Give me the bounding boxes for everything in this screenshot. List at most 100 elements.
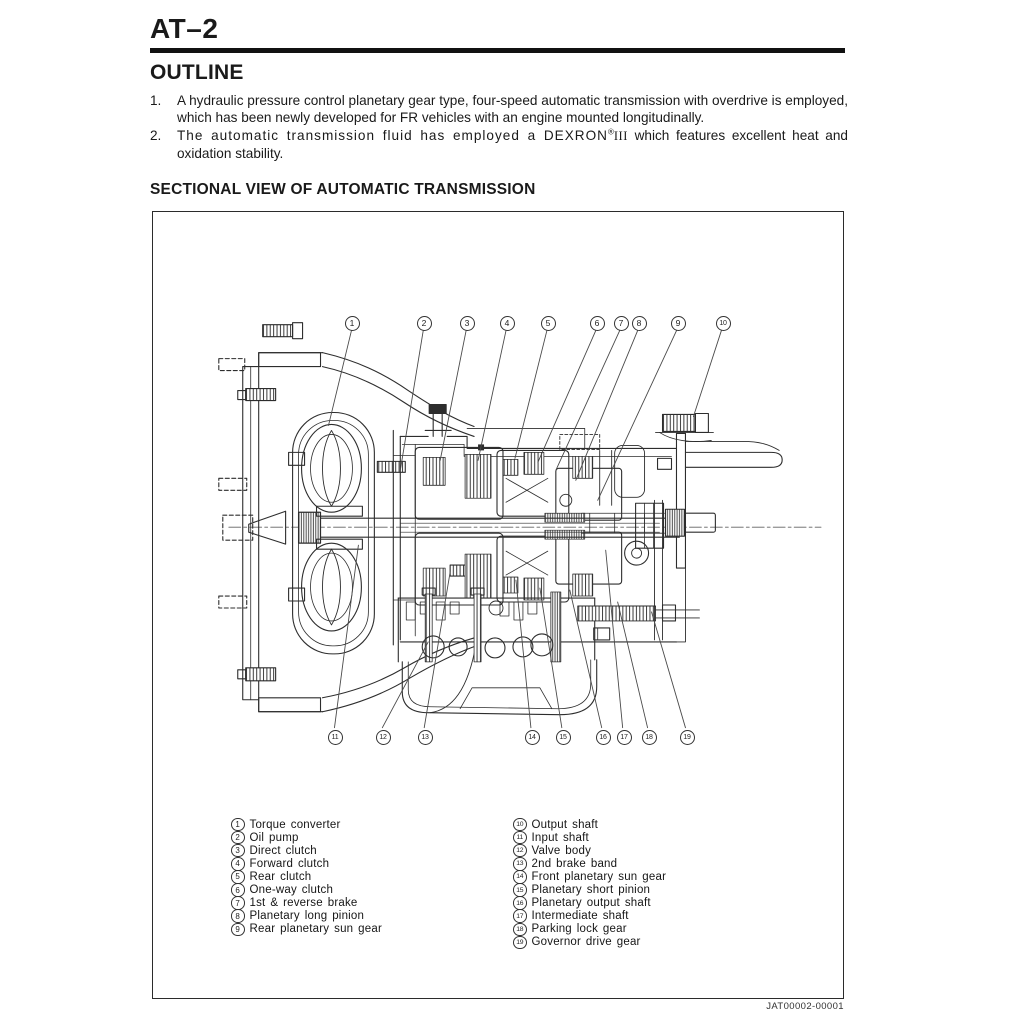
torque-converter: [288, 411, 477, 655]
legend-number-circle: 11: [513, 830, 527, 845]
item-number: 2.: [150, 127, 162, 143]
callout-14: 14: [524, 729, 540, 745]
item-number: 1.: [150, 93, 162, 108]
legend-label: Input shaft: [531, 831, 589, 844]
legend-label: 1st & reverse brake: [249, 897, 358, 910]
callout-18: 18: [641, 729, 657, 745]
callout-12: 12: [375, 729, 391, 745]
callout-2: 2: [416, 315, 432, 331]
shafts: [319, 512, 681, 538]
legend-number-circle: 9: [231, 922, 245, 937]
case: [399, 403, 678, 643]
legend-item: 17 Intermediate shaft: [513, 909, 666, 923]
callout-8: 8: [631, 315, 647, 331]
legend-label: Planetary output shaft: [531, 897, 651, 910]
extension-housing: [624, 412, 783, 643]
item-text: A hydraulic pressure control planetary g…: [177, 93, 848, 126]
legend-item: 1 Torque converter: [231, 817, 382, 832]
parking-rod-spring: [577, 499, 700, 641]
legend-label: Front planetary sun gear: [531, 870, 667, 883]
outline-item-2: 2.The automatic transmission fluid has e…: [150, 127, 848, 163]
legend-label: Intermediate shaft: [531, 910, 629, 923]
legend-item: 11 Input shaft: [513, 830, 666, 845]
outline-item-1: 1. A hydraulic pressure control planetary…: [150, 92, 848, 127]
legend-item: 18 Parking lock gear: [513, 922, 666, 937]
legend-item: 10 Output shaft: [513, 817, 666, 832]
legend-label: Governor drive gear: [531, 936, 641, 949]
legend-number-circle: 18: [513, 922, 527, 937]
legend-number-circle: 14: [513, 870, 527, 884]
registered-mark: ®: [607, 127, 614, 137]
callout-11: 11: [327, 729, 343, 745]
callout-19: 19: [679, 729, 695, 745]
legend-label: 2nd brake band: [531, 857, 618, 870]
legend-item: 3 Direct clutch: [231, 843, 382, 858]
legend-label: Output shaft: [531, 818, 599, 831]
legend-label: Planetary short pinion: [531, 884, 651, 897]
legend-number-circle: 10: [513, 817, 527, 832]
legend-number-circle: 15: [513, 883, 527, 897]
item-text: which features excellent heat and oxidat…: [177, 127, 848, 161]
legend-label: Torque converter: [249, 818, 341, 831]
callout-9: 9: [670, 315, 686, 331]
legend-number-circle: 1: [231, 817, 245, 832]
callout-16: 16: [595, 729, 611, 745]
legend-item: 19 Governor drive gear: [513, 935, 666, 950]
page-title: AT–2: [150, 13, 219, 44]
callout-17: 17: [616, 729, 632, 745]
title-rule: [150, 48, 845, 53]
transmission-drawing: [218, 322, 822, 729]
legend-label: Planetary long pinion: [249, 910, 365, 923]
section-heading: SECTIONAL VIEW OF AUTOMATIC TRANSMISSION: [150, 181, 536, 198]
bell-housing: [321, 352, 477, 714]
callout-13: 13: [417, 729, 433, 745]
outline-heading: OUTLINE: [150, 61, 244, 84]
legend-number-circle: 19: [513, 935, 527, 950]
legend-item: 13 2nd brake band: [513, 857, 666, 871]
callout-5: 5: [540, 315, 556, 331]
callout-4: 4: [499, 315, 515, 331]
legend-label: Rear clutch: [249, 870, 312, 883]
legend-item: 5 Rear clutch: [231, 870, 382, 884]
leader-lines: [328, 330, 722, 729]
figure-code: JAT00002-00001: [766, 1001, 844, 1012]
callout-7: 7: [613, 315, 629, 331]
legend-label: Oil pump: [249, 831, 299, 844]
legend-item: 6 One-way clutch: [231, 883, 382, 897]
legend-label: Direct clutch: [249, 844, 317, 857]
legend-label: Rear planetary sun gear: [249, 923, 382, 936]
callout-6: 6: [589, 315, 605, 331]
legend-item: 16 Planetary output shaft: [513, 896, 666, 910]
legend-item: 7 1st & reverse brake: [231, 896, 382, 910]
legend-number-circle: 6: [231, 883, 245, 897]
legend-label: Valve body: [531, 844, 592, 857]
legend-label: One-way clutch: [249, 884, 334, 897]
callout-1: 1: [344, 315, 360, 331]
legend-item: 8 Planetary long pinion: [231, 909, 382, 923]
legend-number-circle: 12: [513, 843, 527, 858]
legend-number-circle: 8: [231, 909, 245, 923]
legend-item: 12 Valve body: [513, 843, 666, 858]
callout-15: 15: [555, 729, 571, 745]
callout-3: 3: [459, 315, 475, 331]
legend-number-circle: 5: [231, 870, 245, 884]
legend-number-circle: 7: [231, 896, 245, 910]
legend-number-circle: 16: [513, 896, 527, 910]
legend-number-circle: 13: [513, 857, 527, 871]
callout-10: 10: [715, 315, 731, 331]
legend-number-circle: 17: [513, 909, 527, 923]
legend-number-circle: 3: [231, 843, 245, 858]
outline-list: 1. A hydraulic pressure control planetary…: [150, 92, 848, 162]
legend-item: 9 Rear planetary sun gear: [231, 922, 382, 937]
legend-label: Parking lock gear: [531, 923, 627, 936]
legend-item: 14 Front planetary sun gear: [513, 870, 667, 884]
legend-item: 15 Planetary short pinion: [513, 883, 666, 897]
roman-numeral: III: [613, 128, 628, 143]
